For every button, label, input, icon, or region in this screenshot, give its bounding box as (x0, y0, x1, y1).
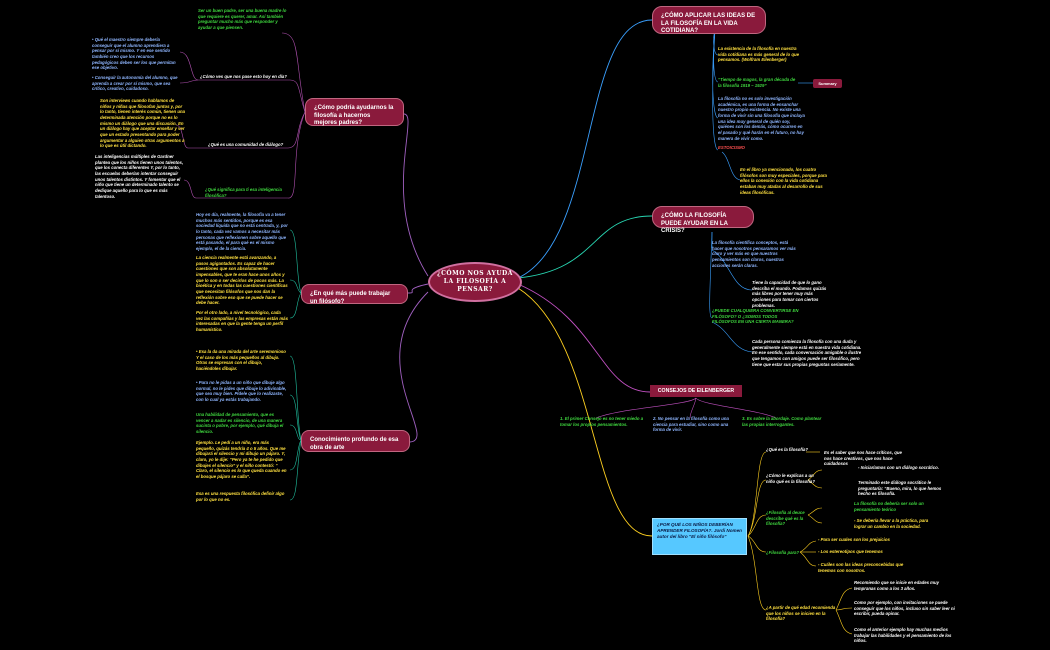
note-habilidad: Una habilidad de pensamiento, que es ven… (196, 412, 284, 435)
answer-ideas: - Cuáles son las ideas preconcebidas que… (818, 562, 904, 573)
central-topic[interactable]: ¿CÓMO NOS AYUDA LA FILOSOFÍA A PENSAR? (428, 262, 522, 302)
note-persona: Cada persona comienza la filosofía con u… (752, 339, 862, 367)
note-nino-pinta: • Para no le pidas a un niño que dibuje … (196, 380, 287, 403)
link-crisis (517, 215, 653, 279)
label-estoicismo: ESTOICISMO (718, 145, 745, 150)
question-que-es: ¿Qué es la filosofía? (766, 447, 809, 452)
note-autonomia: • Conseguir la autonomía del alumno, que… (92, 75, 178, 92)
note-existencia: La existencia de la filosofía en nuestra… (718, 46, 799, 63)
note-gardner: Las inteligencias múltiples de Gardner p… (95, 154, 184, 199)
link-ayudarnos (402, 113, 429, 277)
note-hoy-en-dia: Hoy en día, realmente, la filosofía va a… (196, 212, 288, 252)
central-line-2: LA FILOSOFÍA A (443, 277, 507, 285)
answer-habilidades: Como el anterior ejemplo hay muchas medi… (854, 627, 952, 644)
question-edad: ¿A partir de qué edad recomienda que los… (766, 605, 836, 622)
question-como-explicas: ¿Cómo le explicas a un niño qué es la fi… (766, 473, 815, 484)
note-libro: En el libro ya mencionado, los cuatro fi… (740, 167, 827, 195)
summary-tag[interactable]: Summary (813, 79, 842, 88)
central-line-1: ¿CÓMO NOS AYUDA (437, 269, 513, 277)
note-tiempo-magos: “Tiempo de magos, la gran década de la f… (718, 77, 796, 88)
answer-terminado: Terminado este diálogo socrático le preg… (858, 480, 942, 497)
answer-estereotipos: - Los estereotipos que tenemos (818, 549, 883, 554)
answer-dialogo: - Iniciaríamos con un diálogo socrático. (858, 465, 939, 470)
link-trabajar (407, 283, 429, 294)
consejo-3: 3. Es sobre la abordaje. Como plantear l… (742, 416, 822, 427)
question-como-ves: ¿Cómo ves que nos pase esto hoy en día? (200, 74, 287, 79)
link-consejos (517, 283, 651, 393)
note-respuesta: Esa es una respuesta filosófica definir … (196, 491, 285, 502)
note-maestro: • Qué el maestro siempre debería consegu… (92, 37, 176, 71)
topic-aplicar[interactable]: ¿CÓMO APLICAR LAS IDEAS DE LA FILOSOFÍA … (652, 6, 766, 34)
note-mundo-laboral: Por el otro lado, a nivel tecnológico, c… (196, 310, 288, 333)
note-ejemplo: Ejemplo. Le pedí a un niño, era más pequ… (196, 440, 287, 480)
question-describe: ¿Filosofía al deuce describe qué es la f… (766, 510, 805, 527)
question-comunidad: ¿Qué es una comunidad de diálogo? (208, 142, 284, 147)
note-capacidad: Tiene la capacidad de que lo gano descri… (752, 280, 827, 308)
note-ciencia: La ciencia realmente está avanzando, a p… (196, 255, 288, 306)
topic-trabajar[interactable]: ¿En qué más puede trabajar un filósofo? (301, 284, 408, 305)
topic-consejos[interactable]: CONSEJOS DE EILENBERGER (650, 385, 742, 397)
answer-invitaciones: Como por ejemplo, con invitaciones se pu… (854, 600, 955, 617)
question-para: ¿Filosofía para? (766, 550, 800, 555)
link-aplicar (517, 19, 653, 279)
answer-teorico: La filosofía no debería ser solo un pens… (854, 501, 924, 512)
consejo-1: 1. El primer Consejo es no tener miedo a… (560, 416, 644, 427)
question-cualquiera: ¿PUEDE CUALQUIERA CONVERTIRSE EN FILÓSOF… (712, 308, 799, 325)
note-filosofia-no-es: La filosofía no es solo investigación ac… (718, 96, 805, 141)
answer-practica: - Se debería llevar a la práctica, para … (854, 518, 929, 529)
link-conocimiento (399, 291, 429, 443)
answer-prejuicios: - Para ser cuales son los prejuicios (818, 537, 890, 542)
note-entrevistas: Son interviews cuando hablamos de niños … (100, 98, 185, 149)
answer-que-es: Es el saber que nos hace críticos, que n… (824, 450, 902, 467)
topic-crisis[interactable]: ¿CÓMO LA FILOSOFÍA PUEDE AYUDAR EN LA CR… (652, 206, 754, 234)
answer-temprana: Recomiendo que se inicie en edades muy t… (854, 580, 940, 591)
note-ser-buen-padre: Ser un buen padre, ser una buena madre l… (198, 8, 287, 31)
note-critica: La filosofía científica conceptos, está … (712, 240, 796, 268)
central-line-3: PENSAR? (457, 286, 493, 294)
topic-ayudarnos[interactable]: ¿Cómo podría ayudarnos la filosofía a ha… (305, 98, 404, 126)
topic-porque-ninos[interactable]: ¿POR QUÉ LOS NIÑOS DEBERÍAN APRENDER FIL… (652, 518, 747, 555)
link-porque (517, 287, 653, 537)
consejo-2: 2. No pensar en la filosofía como una ci… (653, 416, 729, 433)
note-mirada-arte: • Esa la da una mirada del arte seremoni… (196, 349, 286, 372)
topic-conocimiento[interactable]: Conocimiento profundo de esa obra de art… (301, 430, 410, 452)
question-inteligencia: ¿Qué significa para ti esa inteligencia … (205, 187, 282, 198)
